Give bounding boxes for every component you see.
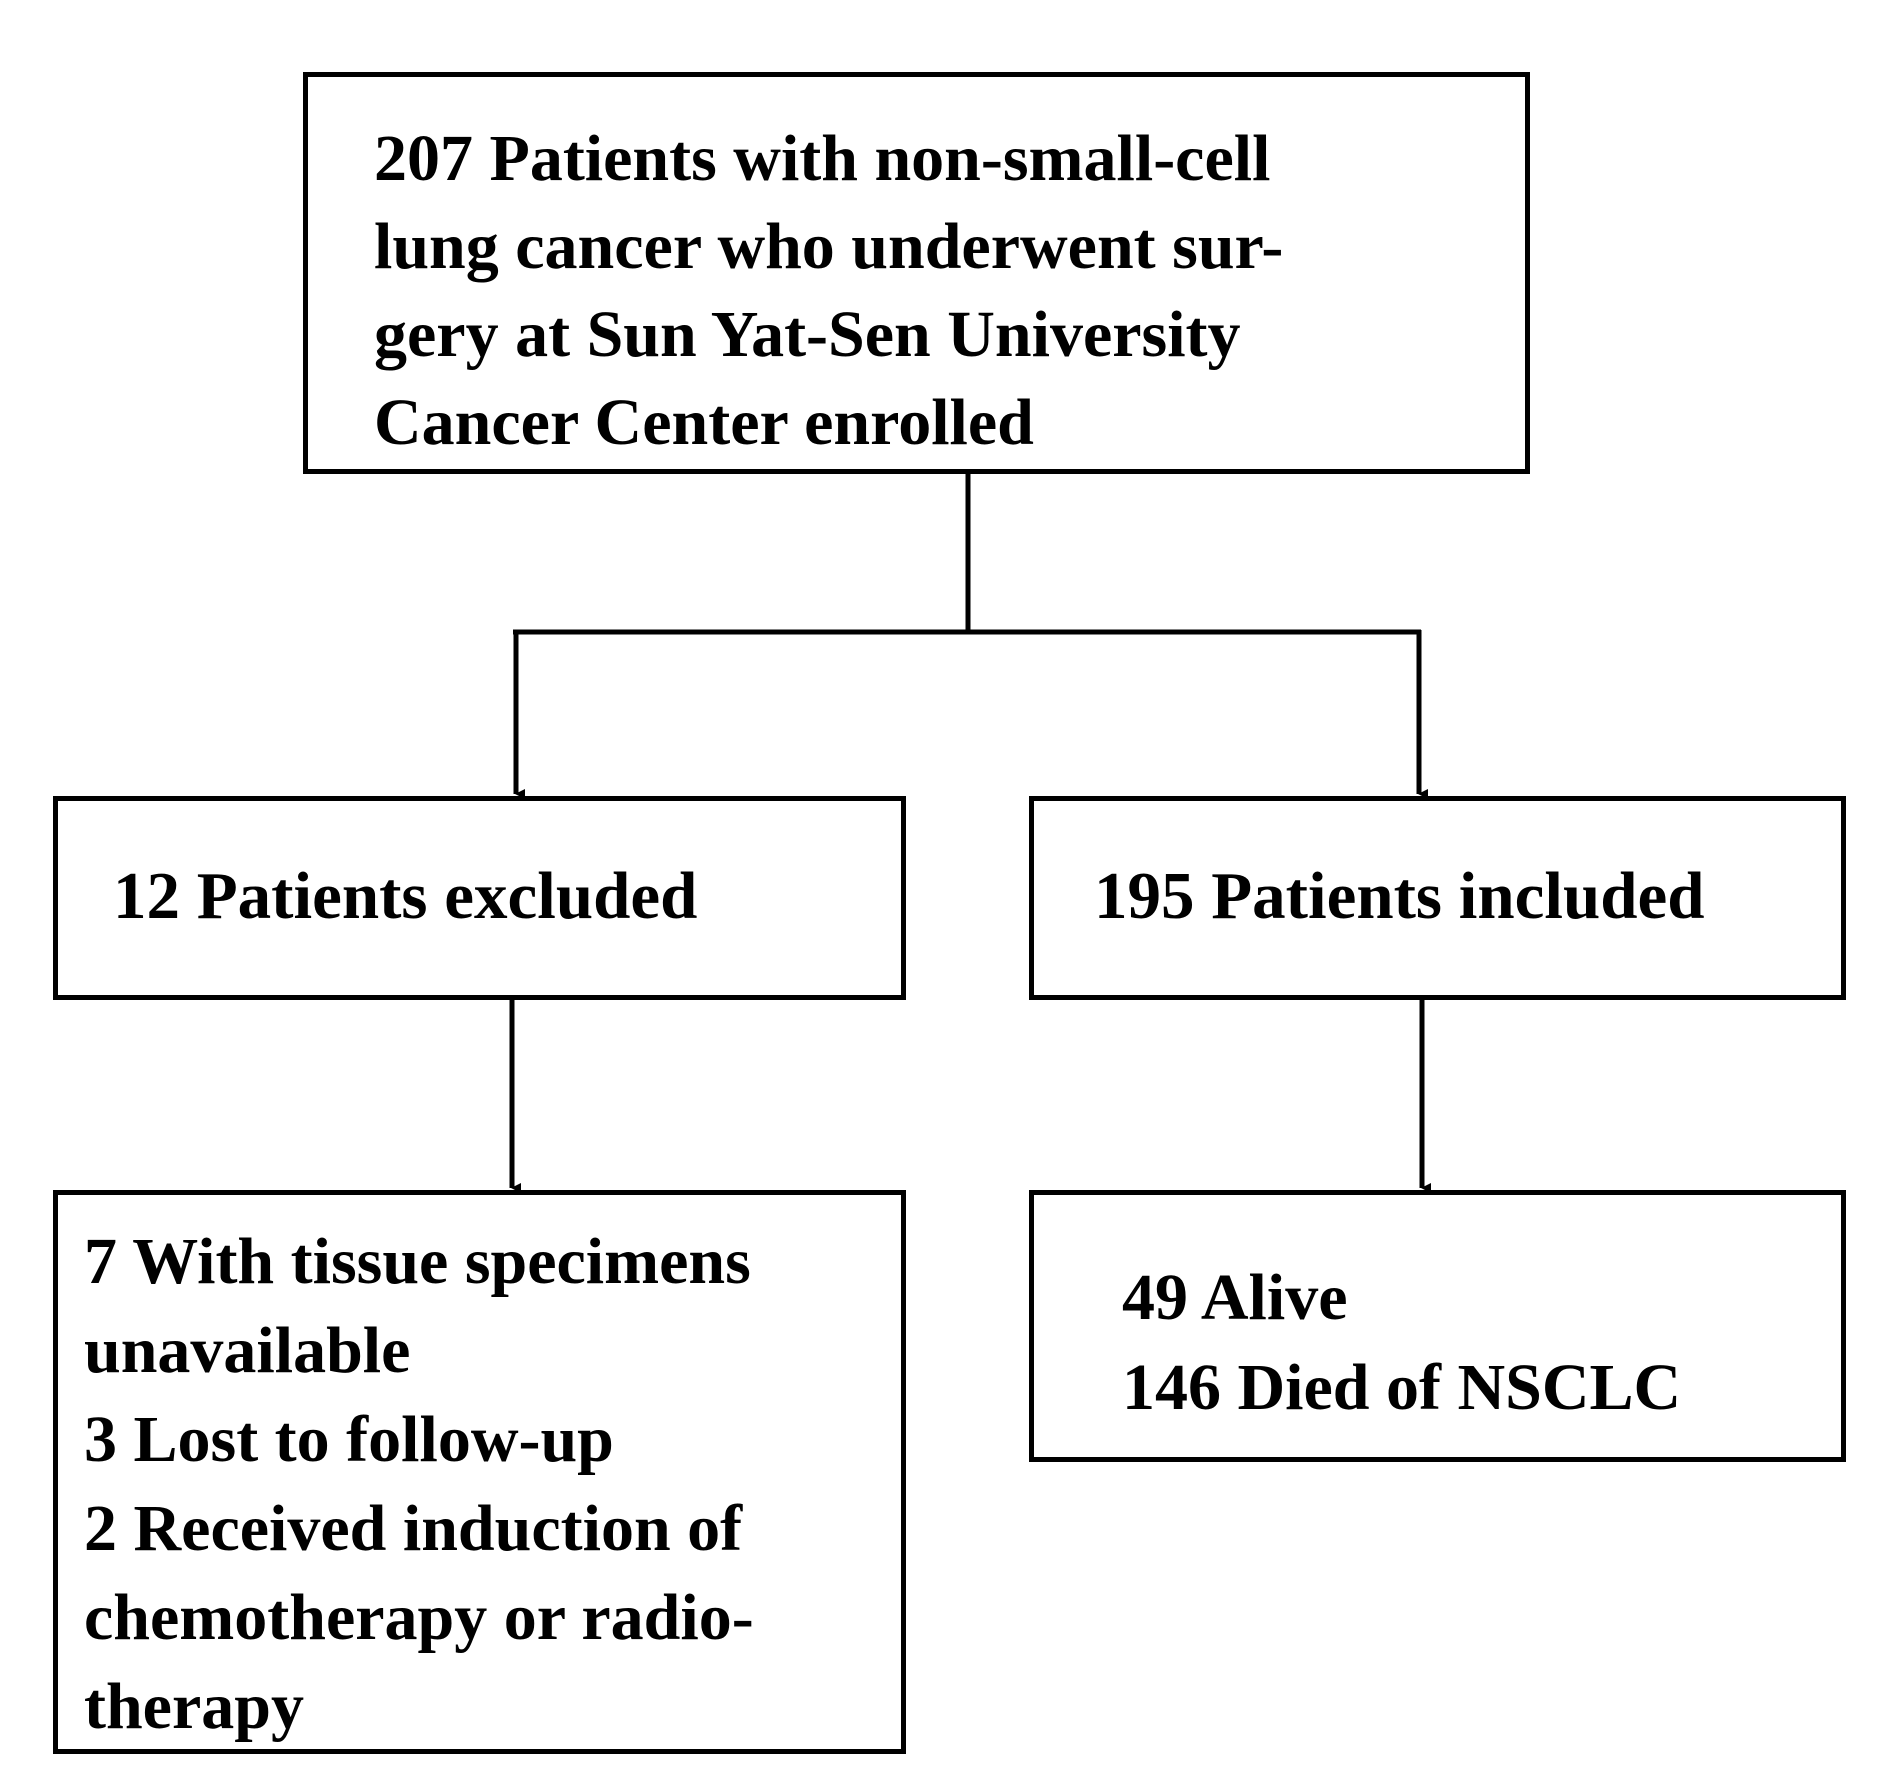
- outcome-line: 146 Died of NSCLC: [1122, 1351, 1682, 1424]
- enrolled-line: lung cancer who underwent sur-: [374, 210, 1284, 283]
- excluded-patients-label: 12 Patients excluded: [113, 859, 698, 933]
- outcome-line: 49 Alive: [1122, 1261, 1348, 1334]
- exclusion-reason-line: 7 With tissue specimens: [84, 1225, 751, 1298]
- exclusion-reasons-box: 7 With tissue specimens unavailable 3 Lo…: [53, 1190, 906, 1754]
- outcome-box: 49 Alive 146 Died of NSCLC: [1029, 1190, 1846, 1462]
- enrolled-patients-text: 207 Patients with non-small-cell lung ca…: [374, 115, 1283, 467]
- exclusion-reasons-text: 7 With tissue specimens unavailable 3 Lo…: [84, 1217, 754, 1751]
- enrolled-line: Cancer Center enrolled: [374, 386, 1034, 459]
- included-patients-box: 195 Patients included: [1029, 796, 1846, 1000]
- exclusion-reason-line: chemotherapy or radio-: [84, 1581, 754, 1654]
- enrolled-line: gery at Sun Yat-Sen University: [374, 298, 1241, 371]
- enrolled-patients-box: 207 Patients with non-small-cell lung ca…: [303, 72, 1530, 474]
- exclusion-reason-line: 3 Lost to follow-up: [84, 1403, 614, 1476]
- exclusion-reason-line: therapy: [84, 1670, 304, 1743]
- exclusion-reason-line: 2 Received induction of: [84, 1492, 743, 1565]
- excluded-patients-box: 12 Patients excluded: [53, 796, 906, 1000]
- exclusion-reason-line: unavailable: [84, 1314, 411, 1387]
- enrolled-line: 207 Patients with non-small-cell: [374, 122, 1271, 195]
- included-patients-label: 195 Patients included: [1094, 859, 1705, 933]
- outcome-text: 49 Alive 146 Died of NSCLC: [1122, 1253, 1681, 1433]
